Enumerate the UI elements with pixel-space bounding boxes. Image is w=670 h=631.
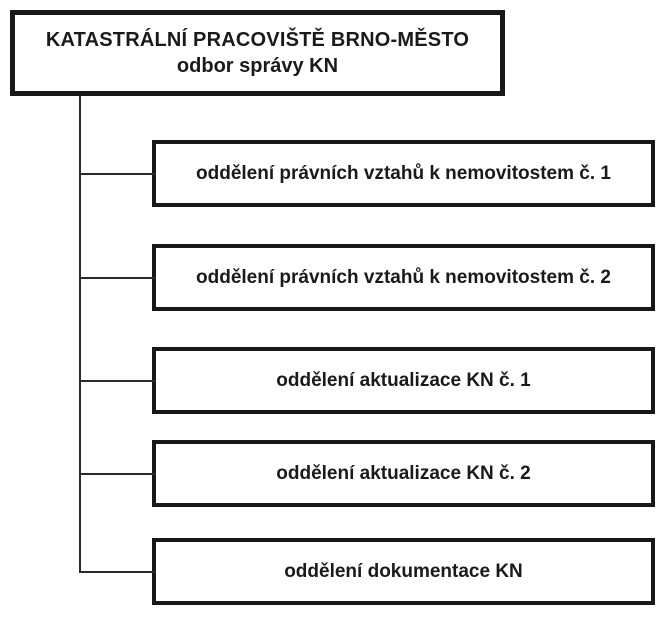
dept-node-pravni-vztahy-2: oddělení právních vztahů k nemovitostem …: [80, 244, 655, 311]
dept-node-label: oddělení aktualizace KN č. 2: [276, 462, 531, 484]
dept-node-aktualizace-2: oddělení aktualizace KN č. 2: [80, 440, 655, 507]
dept-node-label: oddělení dokumentace KN: [284, 560, 523, 582]
dept-node-dokumentace: oddělení dokumentace KN: [80, 538, 655, 605]
root-node-title: KATASTRÁLNÍ PRACOVIŠTĚ BRNO-MĚSTO: [45, 29, 470, 51]
connector-trunk-line: [79, 96, 81, 573]
dept-node-label: oddělení aktualizace KN č. 1: [276, 369, 531, 391]
root-node: KATASTRÁLNÍ PRACOVIŠTĚ BRNO-MĚSTO odbor …: [10, 10, 505, 96]
root-node-subtitle: odbor správy KN: [176, 55, 339, 77]
dept-node-label: oddělení právních vztahů k nemovitostem …: [196, 266, 611, 288]
dept-node-aktualizace-1: oddělení aktualizace KN č. 1: [80, 347, 655, 414]
dept-node-label: oddělení právních vztahů k nemovitostem …: [196, 162, 611, 184]
dept-node-pravni-vztahy-1: oddělení právních vztahů k nemovitostem …: [80, 140, 655, 207]
